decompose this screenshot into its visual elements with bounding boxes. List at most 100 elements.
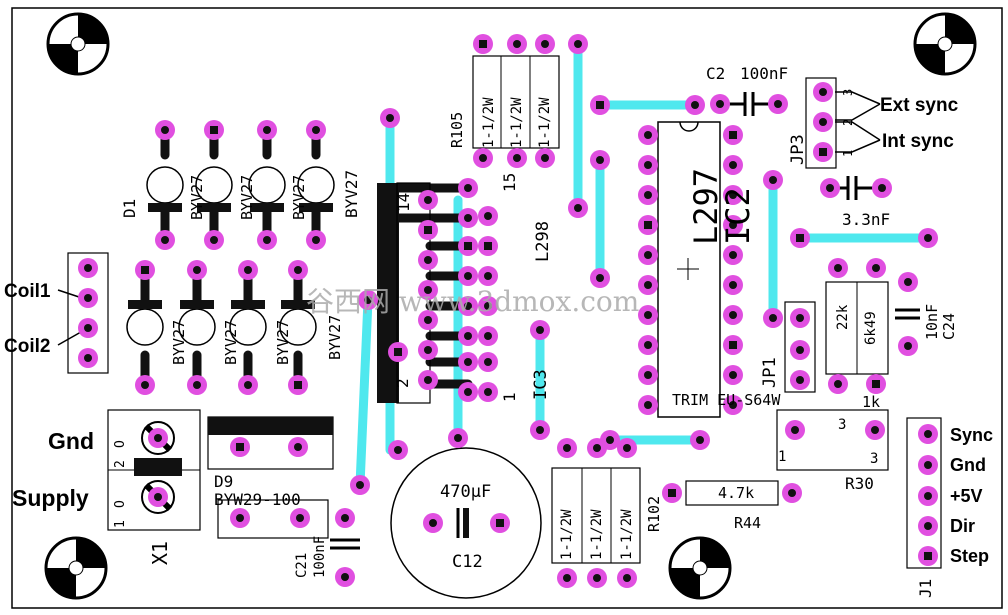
solder-pad [785,420,805,440]
solder-pad [238,375,258,395]
solder-pad [507,148,527,168]
solder-pad [478,352,498,372]
solder-pad [590,268,610,288]
solder-pad [135,260,155,280]
solder-pad [257,120,277,140]
solder-pad [898,336,918,356]
solder-pad [723,185,743,205]
solder-pad [866,258,886,278]
r44-value: 4.7k [718,484,755,502]
solder-pad [763,170,783,190]
solder-pad [790,340,810,360]
solder-pad [230,437,250,457]
byv27-top: BYV27 [342,169,361,218]
solder-pad [478,296,498,316]
x1-pin-1: 1 [113,520,128,528]
c21-value: 100nF [312,535,328,578]
solder-pad [828,258,848,278]
solder-pad [790,370,810,390]
solder-pad [828,374,848,394]
solder-pad [388,440,408,460]
solder-pad [288,260,308,280]
ext-sync-label: Ext sync [880,95,959,116]
solder-pad [358,290,378,310]
c12-value: 470µF [440,482,492,502]
solder-pad [418,220,438,240]
solder-pad [790,228,810,248]
byv27-d4: BYV27 [290,174,308,220]
solder-pad [918,486,938,506]
solder-pad [690,430,710,450]
solder-pad [638,395,658,415]
solder-pad [638,155,658,175]
x1-pin-2: 2 [113,460,128,468]
solder-pad [155,120,175,140]
solder-pad [590,95,610,115]
solder-pad [458,352,478,372]
solder-pad [478,236,498,256]
j1-gnd-label: Gnd [950,455,986,475]
solder-pad [388,342,408,362]
solder-pad [458,236,478,256]
c12-ref: C12 [452,552,483,572]
solder-pad [78,258,98,278]
solder-pad [478,206,498,226]
solder-pad [535,148,555,168]
solder-pad [478,382,498,402]
r44-ref: R44 [734,514,762,532]
solder-pad [638,335,658,355]
solder-pad [458,208,478,228]
jp3-ref: JP3 [788,134,808,165]
solder-pad [448,428,468,448]
solder-pad [350,475,370,495]
solder-pad [617,438,637,458]
solder-pad [782,483,802,503]
solder-pad [763,308,783,328]
r30-value: 1k [862,393,881,411]
solder-pad [458,382,478,402]
r-22k-value: 22k [835,304,851,330]
c24-ref: C24 [940,312,958,340]
c2-ref: C2 [706,64,726,83]
solder-pad [187,375,207,395]
c24-value: 10nF [923,303,941,340]
solder-pad [723,125,743,145]
solder-pad [638,125,658,145]
solder-pad [418,190,438,210]
solder-pad [204,120,224,140]
solder-pad [78,318,98,338]
coil1-label: Coil1 [4,281,51,302]
solder-pad [458,266,478,286]
solder-pad [590,150,610,170]
solder-pad [155,230,175,250]
solder-pad [723,365,743,385]
r-6k-value: 6k49 [863,311,879,345]
solder-pad [866,374,886,394]
mounting-hole-top-left [46,12,110,76]
solder-pad [423,513,443,533]
ic2-ref: IC2 [719,187,757,245]
diodes-bottom [126,308,317,346]
x1-pin-o: O [113,440,128,448]
solder-pad [898,272,918,292]
solder-pad [473,148,493,168]
solder-pad [918,228,938,248]
ic3-pin-2: 2 [393,378,412,388]
solder-pad [918,424,938,444]
solder-pad [872,178,892,198]
solder-pad [238,260,258,280]
r106-value: 1-1/2W [509,97,525,148]
solder-pad [723,305,743,325]
solder-pad [458,326,478,346]
board-outline [11,7,1003,609]
solder-pad [306,120,326,140]
solder-pad [723,395,743,415]
solder-pad [638,365,658,385]
c21-ref: C21 [294,552,310,578]
solder-pad [78,348,98,368]
solder-pad [335,567,355,587]
solder-pad [557,438,577,458]
solder-pad [204,230,224,250]
diode-bands [128,203,333,309]
